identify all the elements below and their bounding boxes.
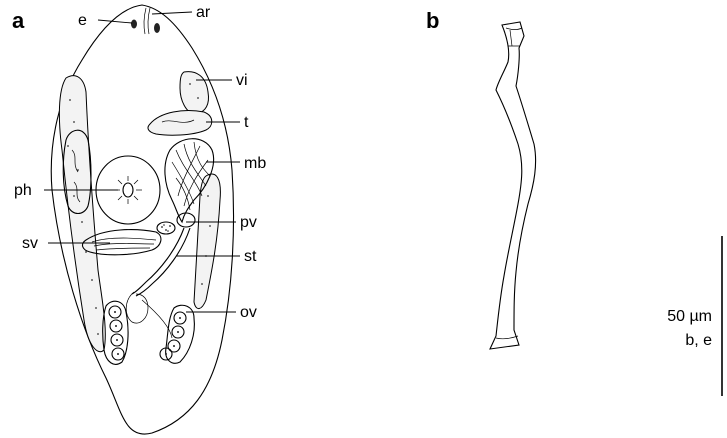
label-st: st xyxy=(244,248,257,265)
gut-left xyxy=(62,129,92,215)
ovary-left xyxy=(102,300,129,365)
granular-body xyxy=(156,221,176,235)
pharynx-rays xyxy=(114,176,142,204)
ovary-right xyxy=(165,304,195,364)
panel-letter-a: a xyxy=(12,8,25,33)
testis xyxy=(147,110,213,136)
male-bursa xyxy=(164,138,214,224)
label-ar: ar xyxy=(196,4,211,21)
label-ov: ov xyxy=(240,304,257,321)
stylet-outline xyxy=(489,21,537,350)
oocytes-right xyxy=(159,311,187,361)
label-pv: pv xyxy=(240,214,257,231)
scale-bar-value: 50 µm xyxy=(667,308,712,325)
panel-letter-b: b xyxy=(426,8,439,33)
label-t: t xyxy=(244,114,249,131)
panel-b: b 50 µm b, e xyxy=(426,8,723,396)
pharynx-lumen xyxy=(122,182,134,198)
eye-right xyxy=(154,23,160,33)
oocytes-left xyxy=(108,305,125,361)
leader-ar xyxy=(151,11,193,15)
label-vi: vi xyxy=(236,72,248,89)
vitellarium-right-upper xyxy=(179,71,209,115)
seminal-vesicle xyxy=(81,229,162,256)
stylet-collar xyxy=(505,27,523,47)
eye-left xyxy=(131,19,137,29)
label-mb: mb xyxy=(244,155,266,172)
stylet-loop xyxy=(125,291,149,324)
stylet-tip xyxy=(495,335,519,340)
panel-a: a xyxy=(12,4,266,435)
male-bursa-fibres xyxy=(171,141,211,211)
vitellarium-left xyxy=(58,75,106,352)
leader-e xyxy=(97,19,133,24)
vitellarium-right-lower xyxy=(193,173,221,309)
anterior-region xyxy=(143,7,151,35)
label-e: e xyxy=(78,12,87,29)
label-sv: sv xyxy=(22,235,38,252)
scale-bar-applies-to: b, e xyxy=(685,332,712,349)
prostatic-vesicle xyxy=(176,212,196,228)
stylet xyxy=(131,227,185,295)
label-ph: ph xyxy=(14,182,32,199)
